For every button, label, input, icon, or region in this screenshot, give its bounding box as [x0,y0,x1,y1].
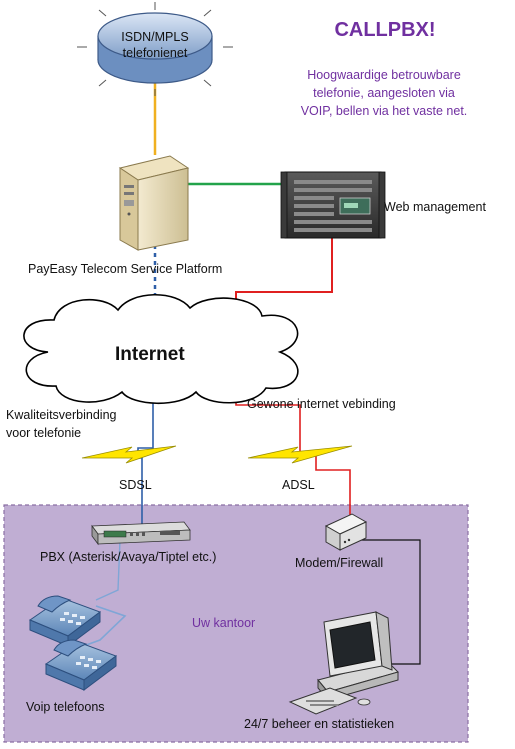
adsl-label: ADSL [282,478,315,492]
sdsl-label: SDSL [119,478,152,492]
rack-server-icon [280,171,386,239]
brand-title: CALLPBX! [334,19,436,41]
tagline-line3: VOIP, bellen via het vaste net. [300,104,468,118]
computer-icon [288,611,399,715]
phone-cable-2 [95,539,121,601]
pbx-label: PBX (Asterisk/Avaya/Tiptel etc.) [40,550,217,564]
pbx-device-icon [91,521,191,546]
modem-computer-link [330,539,421,665]
modem-label: Modem/Firewall [295,556,384,570]
isdn-cloud-icon [77,2,233,96]
stats-label: 24/7 beheer en statistieken [244,717,395,731]
quality-link-line2: voor telefonie [6,426,82,440]
phone-cable-1 [77,605,127,649]
quality-link-label: Kwaliteitsverbinding voor telefonie [6,406,116,442]
tagline-line1: Hoogwaardige betrouwbare [307,68,461,82]
tagline-line2: telefonie, aangesloten via [313,86,455,100]
phones-label: Voip telefoons [26,700,105,714]
quality-link-line1: Kwaliteitsverbinding [6,408,117,422]
server-tower-icon [118,155,190,251]
isdn-label: ISDN/MPLS telefonienet [98,29,212,61]
platform-label: PayEasy Telecom Service Platform [28,262,223,276]
phone-icon-1 [28,595,102,647]
isdn-label-line1: ISDN/MPLS [121,30,189,44]
modem-icon [324,513,368,551]
phone-icon-2 [44,639,118,691]
isdn-label-line2: telefonienet [122,46,188,60]
web-management-label: Web management [384,200,486,214]
lightning-icon-sdsl [81,445,177,464]
lightning-icon-adsl [247,445,353,464]
regular-link-label: Gewone internet vebinding [247,397,396,411]
brand-tagline: Hoogwaardige betrouwbare telefonie, aang… [268,66,500,120]
office-label: Uw kantoor [192,616,256,630]
internet-label: Internet [115,344,185,365]
internet-cloud-icon [23,293,299,405]
